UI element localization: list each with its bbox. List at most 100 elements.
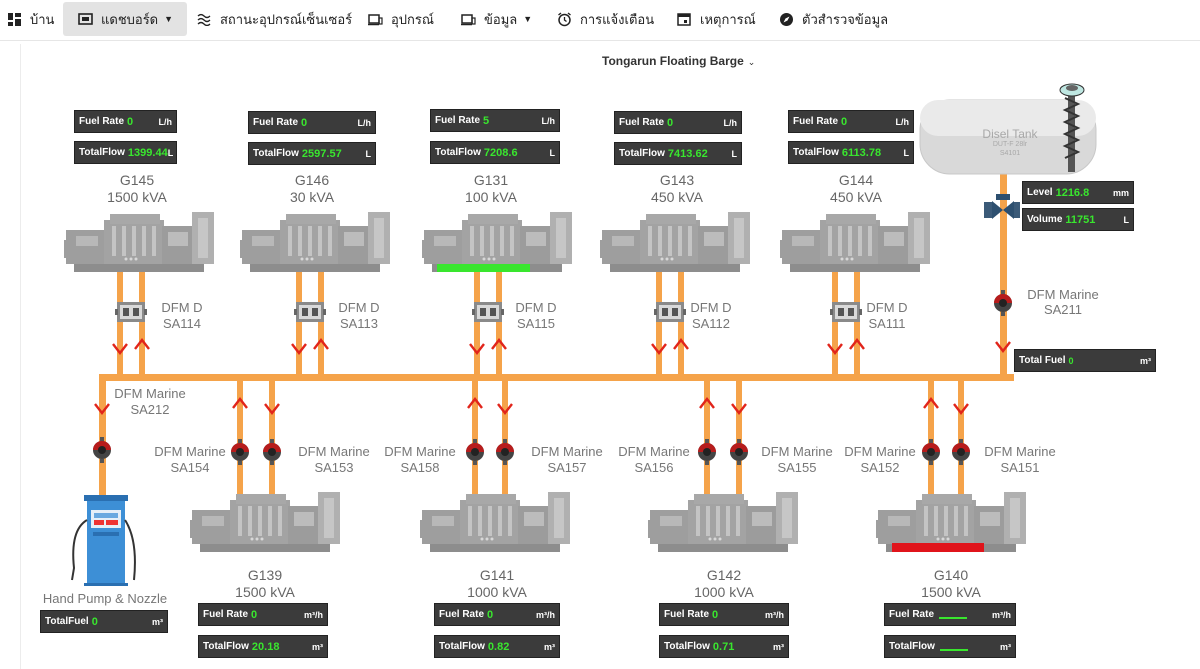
generator-rating: 1000 kVA	[467, 584, 527, 600]
total-flow-value: 7208.6	[483, 146, 518, 159]
pump-total-unit: m³	[152, 616, 163, 627]
tank-level-box: Level 1216.8 mm	[1022, 181, 1134, 204]
flowmeter-sa113[interactable]	[294, 302, 326, 322]
nav-dashboard-label: แดชบอร์ด	[101, 11, 159, 27]
total-flow-value: 6113.78	[841, 146, 882, 159]
nav-data-explorer[interactable]: ตัวสำรวจข้อมูล	[778, 2, 888, 36]
fuel-rate-label: Fuel Rate	[253, 117, 299, 128]
tank-volume-unit: L	[1123, 214, 1130, 225]
engine-g146[interactable]	[240, 212, 390, 272]
engine-g144[interactable]	[780, 212, 930, 272]
engine-g141[interactable]	[420, 492, 570, 552]
flowmeter-sa156[interactable]	[698, 439, 716, 465]
meter-id: SA113	[339, 316, 379, 331]
generator-name: G145	[119, 172, 155, 188]
flowmeter-sa154[interactable]	[231, 439, 249, 465]
nav-events[interactable]: เหตุการณ์	[676, 2, 756, 36]
flowmeter-sa155[interactable]	[730, 439, 748, 465]
fuel-rate-value: 0	[712, 608, 719, 621]
engine-g131[interactable]	[422, 212, 572, 272]
total-flow-label: TotalFlow	[664, 641, 710, 652]
nav-sensor-status[interactable]: สถานะอุปกรณ์เซ็นเซอร์	[196, 2, 352, 36]
meter-name: DFM D	[515, 300, 557, 315]
flowmeter-sa153[interactable]	[263, 439, 281, 465]
generator-name: G140	[933, 567, 969, 583]
engine-g143[interactable]	[600, 212, 750, 272]
flowmeter-sa157[interactable]	[496, 439, 514, 465]
generator-rating: 100 kVA	[465, 189, 517, 205]
meter-id: SA153	[314, 460, 354, 475]
flowmeter-sa115[interactable]	[472, 302, 504, 322]
flowmeter-sa152[interactable]	[922, 439, 940, 465]
pump-total-fuel-box: TotalFuel 0 m³	[40, 610, 168, 633]
flowmeter-sa114[interactable]	[115, 302, 147, 322]
running-status-bar	[437, 264, 530, 272]
flowmeter-sa211[interactable]	[994, 290, 1012, 316]
monitor-icon	[77, 11, 93, 27]
generator-rating: 30 kVA	[289, 189, 335, 205]
pump-pipe	[99, 374, 106, 496]
meter-name: DFM D	[866, 300, 908, 315]
meter-id: SA157	[547, 460, 587, 475]
nav-data[interactable]: ข้อมูล ▼	[460, 2, 532, 36]
fuel-rate-empty-value	[939, 616, 968, 619]
nav-devices[interactable]: อุปกรณ์	[367, 2, 434, 36]
total-flow-value: 2597.57	[301, 147, 342, 160]
plant-selector[interactable]: Tongarun Floating Barge⌄	[602, 54, 755, 68]
main-meter-name: DFM Marine	[1027, 287, 1099, 302]
signal-waves-icon	[196, 11, 212, 27]
generator-rating: 450 kVA	[651, 189, 703, 205]
total-flow-unit: L	[549, 147, 556, 158]
flowmeter-sa212[interactable]	[93, 437, 111, 463]
nav-alerts[interactable]: การแจ้งเตือน	[556, 2, 654, 36]
total-flow-value: 20.18	[251, 640, 280, 653]
meter-name: DFM Marine	[984, 444, 1056, 459]
nav-home-label: บ้าน	[30, 11, 55, 27]
plant-title: Tongarun Floating Barge	[602, 54, 744, 68]
total-flow-label: TotalFlow	[619, 148, 665, 159]
tank-volume-box: Volume 11751 L	[1022, 208, 1134, 231]
top-branch-pipes	[117, 272, 860, 377]
nav-home[interactable]: บ้าน	[6, 2, 54, 36]
total-flow-unit: m³	[312, 641, 323, 652]
diesel-tank[interactable]	[919, 99, 1097, 175]
fuel-rate-value: 0	[841, 115, 848, 128]
meter-name: DFM Marine	[154, 444, 226, 459]
generator-name: G139	[247, 567, 283, 583]
nav-dashboard[interactable]: แดชบอร์ด ▼	[63, 2, 188, 36]
nav-alerts-label: การแจ้งเตือน	[580, 11, 655, 27]
flowmeter-sa151[interactable]	[952, 439, 970, 465]
devices-icon	[367, 11, 383, 27]
meter-id: SA115	[516, 316, 556, 331]
tank-valve-icon[interactable]	[984, 194, 1020, 219]
tank-volume-value: 11751	[1065, 213, 1096, 226]
engine-g145[interactable]	[64, 212, 214, 272]
fuel-pump-icon[interactable]	[71, 495, 136, 586]
engine-g142[interactable]	[648, 492, 798, 552]
flowmeter-sa158[interactable]	[466, 439, 484, 465]
nav-sensor-status-label: สถานะอุปกรณ์เซ็นเซอร์	[220, 11, 353, 27]
generator-name: G131	[473, 172, 509, 188]
fuel-rate-unit: L/h	[158, 116, 173, 127]
fuel-rate-value: 5	[483, 114, 490, 127]
compass-icon	[778, 11, 794, 27]
pump-total-label: TotalFuel	[45, 616, 89, 627]
bottom-branch-pipes	[237, 378, 964, 500]
flow-arrows-top	[111, 338, 1012, 355]
meter-name: DFM Marine	[298, 444, 370, 459]
alarm-clock-icon	[556, 11, 572, 27]
total-flow-unit: L	[731, 148, 738, 159]
tank-level-label: Level	[1027, 187, 1053, 198]
engine-g139[interactable]	[190, 492, 340, 552]
meter-id: SA155	[777, 460, 817, 475]
generator-name: G141	[479, 567, 515, 583]
fuel-rate-unit: m³/h	[536, 609, 555, 620]
main-fuel-pipe	[99, 374, 1014, 381]
